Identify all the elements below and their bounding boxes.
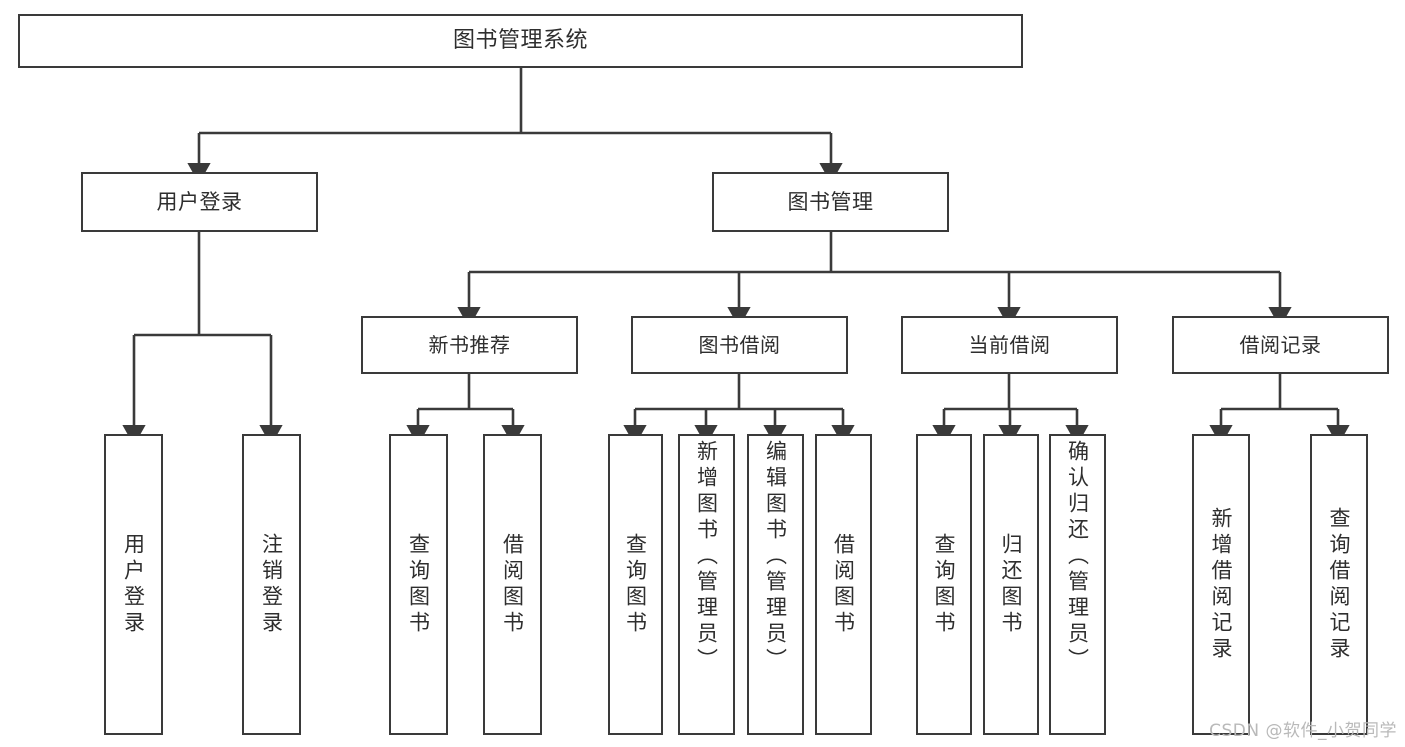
leaf-label: 新增借阅记录	[1209, 506, 1234, 663]
node-borrowing-record[interactable]: 借阅记录	[1172, 316, 1389, 374]
node-book-borrowing[interactable]: 图书借阅	[631, 316, 848, 374]
leaf-label: 查询图书	[406, 532, 431, 637]
node-book-management[interactable]: 图书管理	[712, 172, 949, 232]
leaf-query-book-3[interactable]: 查询图书	[916, 434, 972, 735]
leaf-query-book-2[interactable]: 查询图书	[608, 434, 663, 735]
leaf-label: 用户登录	[121, 532, 146, 637]
leaf-user-login[interactable]: 用户登录	[104, 434, 163, 735]
leaf-confirm-return-admin[interactable]: 确认归还（管理员）	[1049, 434, 1106, 735]
leaf-query-book-1[interactable]: 查询图书	[389, 434, 448, 735]
leaf-borrow-book-2[interactable]: 借阅图书	[815, 434, 872, 735]
node-user-login[interactable]: 用户登录	[81, 172, 318, 232]
leaf-query-borrow-record[interactable]: 查询借阅记录	[1310, 434, 1368, 735]
leaf-label: 新增图书（管理员）	[694, 440, 719, 674]
leaf-label: 查询图书	[623, 532, 648, 637]
node-root-book-management-system[interactable]: 图书管理系统	[18, 14, 1023, 68]
leaf-add-borrow-record[interactable]: 新增借阅记录	[1192, 434, 1250, 735]
leaf-label: 借阅图书	[831, 532, 856, 637]
leaf-label: 确认归还（管理员）	[1065, 440, 1090, 674]
leaf-return-book[interactable]: 归还图书	[983, 434, 1039, 735]
leaf-add-book-admin[interactable]: 新增图书（管理员）	[678, 434, 735, 735]
leaf-label: 借阅图书	[500, 532, 525, 637]
leaf-label: 查询图书	[932, 532, 957, 637]
leaf-label: 编辑图书（管理员）	[763, 440, 788, 674]
leaf-user-logout[interactable]: 注销登录	[242, 434, 301, 735]
leaf-label: 注销登录	[259, 532, 284, 637]
leaf-label: 归还图书	[999, 532, 1024, 637]
leaf-borrow-book-1[interactable]: 借阅图书	[483, 434, 542, 735]
leaf-edit-book-admin[interactable]: 编辑图书（管理员）	[747, 434, 804, 735]
node-current-borrowing[interactable]: 当前借阅	[901, 316, 1118, 374]
leaf-label: 查询借阅记录	[1327, 506, 1352, 663]
node-new-book-recommendation[interactable]: 新书推荐	[361, 316, 578, 374]
